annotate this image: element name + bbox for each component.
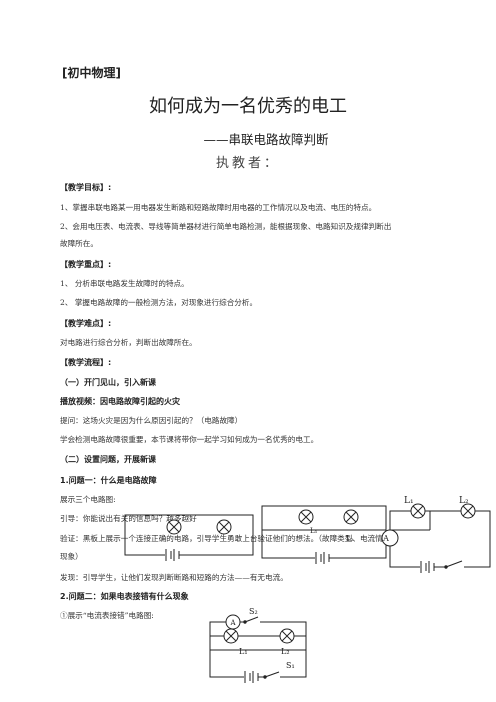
step-2-heading: （二）设置问题，开展新课 bbox=[60, 455, 156, 464]
ammeter-label: A bbox=[382, 534, 389, 543]
battery-icon bbox=[244, 671, 259, 683]
label-l2: L₂ bbox=[346, 535, 354, 543]
verify-line-cont: 现象） bbox=[60, 552, 83, 561]
lamp-icon bbox=[343, 509, 359, 525]
switch-icon bbox=[264, 671, 280, 678]
lamp-icon bbox=[223, 628, 239, 644]
show-ammeter-circuit: ①展示“电流表接错”电路图: bbox=[60, 611, 154, 620]
goal-item-2-cont: 故障所在。 bbox=[60, 239, 98, 248]
lamp-icon bbox=[279, 628, 295, 644]
question-line: 提问：这场火灾是因为什么原因引起的？（电路故障） bbox=[60, 416, 243, 425]
ammeter-icon bbox=[381, 529, 399, 547]
lamp-icon bbox=[460, 503, 476, 519]
circuit-1 bbox=[124, 514, 254, 561]
flow-heading: 【教学流程】: bbox=[60, 358, 112, 367]
intro-line: 学会检测电路故障很重要，本节课将带你一起学习如何成为一名优秀的电工。 bbox=[60, 435, 319, 444]
video-line: 播放视频：因电路故障引起的火灾 bbox=[60, 397, 180, 406]
lamp-icon bbox=[166, 519, 182, 535]
guide-line: 引导：你能说出有关的信息吗？越多越好 bbox=[60, 514, 197, 523]
goal-item-1: 1、掌握串联电路某一用电器发生断路和短路故障时用电器的工作情况以及电流、电压的特… bbox=[60, 203, 377, 212]
circuit-3: A L₁ L₂ bbox=[381, 496, 491, 573]
lamp-icon bbox=[298, 509, 314, 525]
verify-line: 验证：黑板上展示一个连接正确的电路，引导学生勇敢上台验证他们的想法。（故障类型、… bbox=[60, 534, 398, 543]
difficulty-item: 对电路进行综合分析，判断出故障所在。 bbox=[60, 338, 197, 347]
label-s2: S₂ bbox=[249, 607, 258, 616]
goal-item-2: 2、会用电压表、电流表、导线等简单器材进行简单电路检测，能根据现象、电路知识及规… bbox=[60, 222, 392, 231]
switch-icon bbox=[244, 616, 259, 623]
label-l1: L₁ bbox=[310, 527, 318, 535]
battery-icon bbox=[315, 552, 330, 564]
show-three-circuits: 展示三个电路图: bbox=[60, 495, 116, 504]
lesson-title: 如何成为一名优秀的电工 bbox=[149, 96, 347, 117]
step-1-heading: （一）开门见山，引入新课 bbox=[60, 378, 156, 387]
question-1-heading: 1.问题一：什么是电路故障 bbox=[60, 476, 157, 485]
difficulty-heading: 【教学难点】: bbox=[60, 319, 112, 328]
label-s1: S₁ bbox=[286, 661, 295, 670]
discover-line: 发现：引导学生，让他们发现判断断路和短路的方法——有无电流。 bbox=[60, 573, 288, 582]
key-item-1: 1、 分析串联电路发生故障时的特点。 bbox=[60, 279, 189, 288]
lesson-subtitle: ——串联电路故障判断 bbox=[203, 132, 329, 147]
switch-icon bbox=[445, 560, 463, 568]
battery-icon bbox=[165, 549, 180, 561]
circuit-4: A S₂ L₁ L₂ S₁ bbox=[209, 607, 307, 683]
lamp-icon bbox=[216, 519, 232, 535]
lamp-icon bbox=[410, 503, 426, 519]
key-heading: 【教学重点】: bbox=[60, 260, 112, 269]
goal-heading: 【教学目标】: bbox=[60, 183, 112, 192]
label-l2: L₂ bbox=[459, 496, 469, 506]
teacher-line: 执教者： bbox=[215, 156, 280, 171]
ammeter-label: A bbox=[229, 619, 236, 627]
question-2-heading: 2.问题二：如果电表接错有什么现象 bbox=[60, 592, 189, 601]
subject-tag: [初中物理] bbox=[62, 66, 121, 80]
label-l1: L₁ bbox=[404, 496, 414, 506]
label-l2: L₂ bbox=[281, 647, 290, 656]
key-item-2: 2、 掌握电路故障的一般检测方法，对现象进行综合分析。 bbox=[60, 298, 258, 307]
circuit-2: L₁ L₂ bbox=[261, 505, 387, 564]
label-l1: L₁ bbox=[239, 647, 248, 656]
battery-icon bbox=[420, 561, 435, 573]
